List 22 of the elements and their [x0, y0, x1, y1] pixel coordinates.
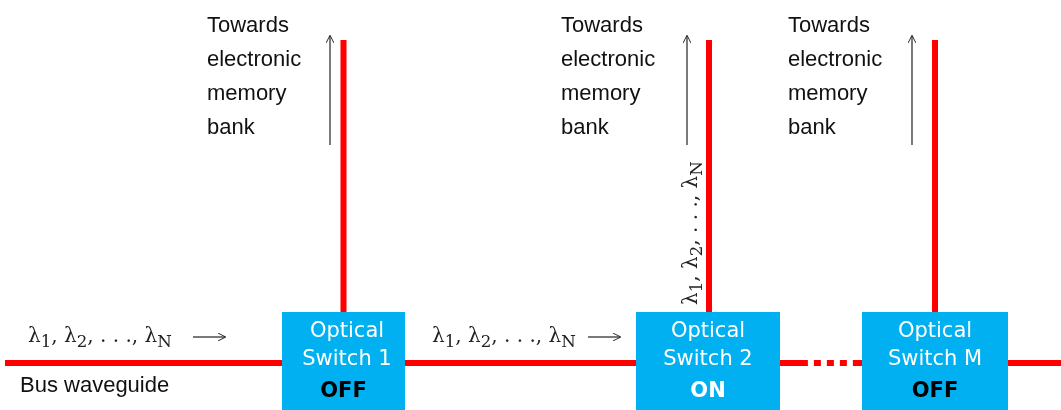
switch-name: Optical Switch 1 [301, 317, 393, 372]
waveguide [706, 40, 712, 312]
waveguide [780, 360, 862, 366]
direction-label: Towards electronic memory bank [561, 11, 657, 141]
switch-name: Optical Switch M [886, 317, 984, 372]
switch-box [636, 312, 780, 410]
direction-label: Towards electronic memory bank [788, 11, 884, 141]
switch-name: Optical Switch 2 [662, 317, 754, 372]
switch-state: OFF [911, 377, 959, 404]
switch-box [862, 312, 1008, 410]
waveguide [932, 40, 938, 312]
waveguide [1008, 360, 1061, 366]
wavelength-label: λ$_{1}$, λ$_{2}$, . . ., λ$_{N}$ [28, 323, 172, 351]
waveguide [5, 360, 282, 366]
waveguide [340, 40, 347, 312]
waveguide-label: Bus waveguide [20, 371, 170, 399]
waveguide [405, 360, 636, 366]
switch-state: ON [690, 377, 726, 404]
direction-label: Towards electronic memory bank [207, 11, 303, 141]
switch-state: OFF [320, 377, 367, 404]
switch-box [282, 312, 405, 410]
wavelength-label: λ$_{1}$, λ$_{2}$, . . ., λ$_{N}$ [432, 323, 576, 351]
